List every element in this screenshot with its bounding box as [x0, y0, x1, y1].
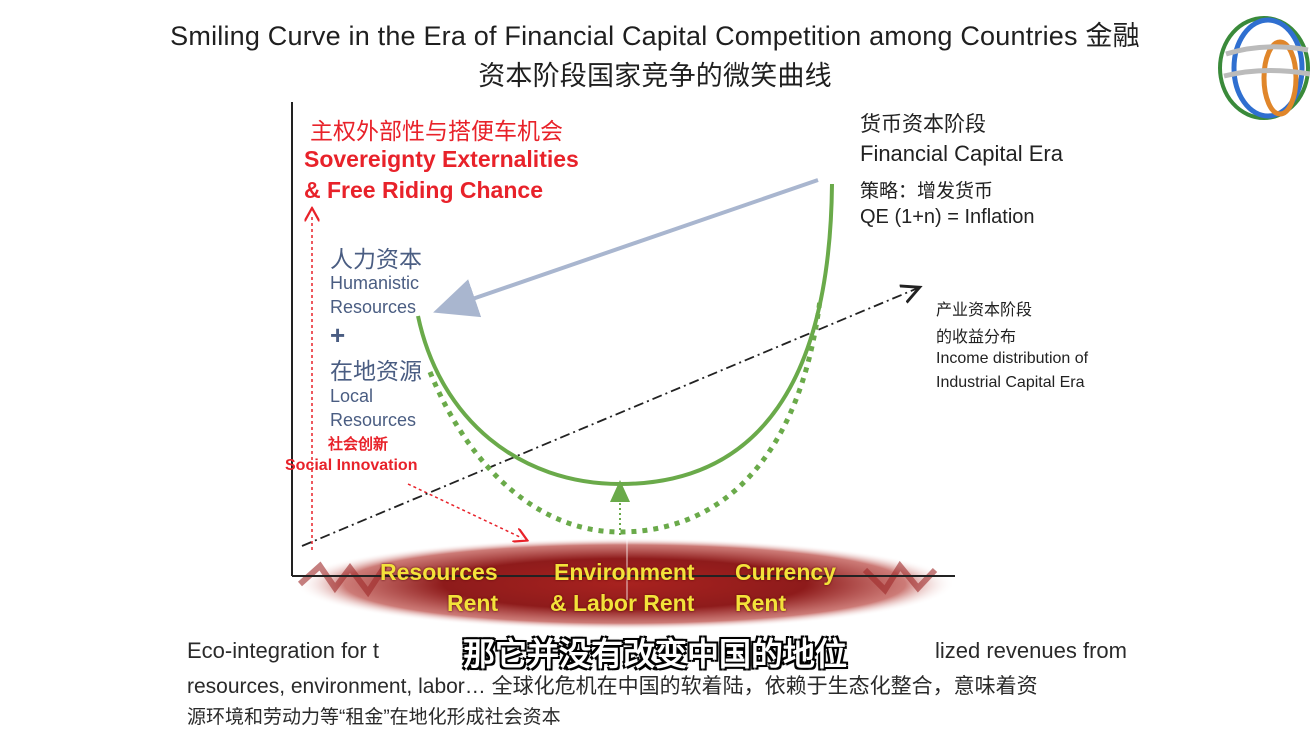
industrial-en-label-2: Industrial Capital Era [936, 374, 1085, 391]
footer-line-3: 源环境和劳动力等“租金”在地化形成社会资本 [187, 707, 561, 728]
footer-line-1-right: lized revenues from [935, 638, 1127, 663]
environment-rent-label-1: Environment [554, 559, 695, 585]
currency-rent-label-1: Currency [735, 559, 836, 585]
industrial-en-label-1: Income distribution of [936, 350, 1089, 367]
humanistic-en-label-1: Humanistic [330, 273, 420, 293]
sovereignty-cn-label: 主权外部性与搭便车机会 [310, 118, 563, 144]
social-innovation-cn: 社会创新 [328, 436, 389, 453]
financial-capital-cn: 货币资本阶段 [860, 113, 986, 136]
resources-rent-label-2: Rent [447, 590, 499, 616]
title-line-1: Smiling Curve in the Era of Financial Ca… [170, 21, 1140, 51]
video-subtitle: 那它并没有改变中国的地位 [462, 635, 847, 673]
solid-smile-curve [416, 183, 834, 487]
resources-rent-label-1: Resources [380, 559, 498, 585]
currency-rent-label-2: Rent [735, 590, 787, 616]
sovereignty-en-label-2: & Free Riding Chance [304, 177, 543, 203]
social-innovation-arrow [407, 483, 522, 538]
sovereignty-en-label-1: Sovereignty Externalities [304, 146, 579, 172]
strategy-label: 策略：增发货币 [860, 181, 994, 202]
rent-band [295, 538, 955, 630]
footer-line-1-left: Eco-integration for t [187, 638, 379, 663]
humanistic-cn-label: 人力资本 [330, 246, 422, 272]
local-en-label-2: Resources [330, 410, 417, 430]
environment-rent-label-2: & Labor Rent [550, 590, 695, 616]
dotted-smile-curve [427, 299, 823, 535]
industrial-cn-label-1: 产业资本阶段 [936, 302, 1033, 319]
local-cn-label: 在地资源 [330, 358, 422, 384]
social-innovation-en: Social Innovation [285, 457, 418, 474]
industrial-cn-label-2: 的收益分布 [936, 329, 1017, 346]
plus-sign: + [330, 320, 346, 350]
title-line-2: 资本阶段国家竞争的微笑曲线 [478, 61, 832, 91]
financial-era-arrow [433, 178, 819, 318]
qe-formula: QE (1+n) = Inflation [860, 206, 1035, 228]
humanistic-en-label-2: Resources [330, 297, 417, 317]
footer-line-2: resources, environment, labor… 全球化危机在中国的… [187, 675, 1038, 698]
local-en-label-1: Local [330, 386, 374, 406]
globe-logo-icon [1218, 16, 1310, 120]
financial-capital-en: Financial Capital Era [860, 141, 1063, 166]
